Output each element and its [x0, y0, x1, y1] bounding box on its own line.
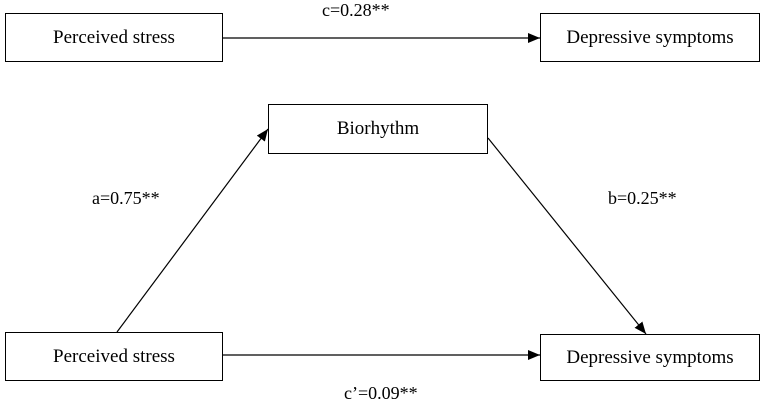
- outcome-box: Depressive symptoms: [540, 334, 760, 381]
- arrow-b: [487, 137, 647, 335]
- top-outcome-box: Depressive symptoms: [540, 13, 760, 62]
- path-c-label: c=0.28**: [322, 0, 390, 20]
- top-outcome-label: Depressive symptoms: [566, 26, 734, 48]
- path-b-label: b=0.25**: [608, 188, 677, 208]
- predictor-box: Perceived stress: [5, 332, 223, 381]
- arrow-a: [116, 128, 269, 333]
- top-predictor-box: Perceived stress: [5, 13, 223, 62]
- predictor-label: Perceived stress: [53, 345, 175, 367]
- path-a-label: a=0.75**: [92, 188, 160, 208]
- mediator-box: Biorhythm: [268, 104, 488, 154]
- outcome-label: Depressive symptoms: [566, 346, 734, 368]
- mediator-label: Biorhythm: [336, 118, 420, 139]
- path-c-prime-label: c’=0.09**: [344, 383, 418, 403]
- top-predictor-label: Perceived stress: [53, 26, 175, 48]
